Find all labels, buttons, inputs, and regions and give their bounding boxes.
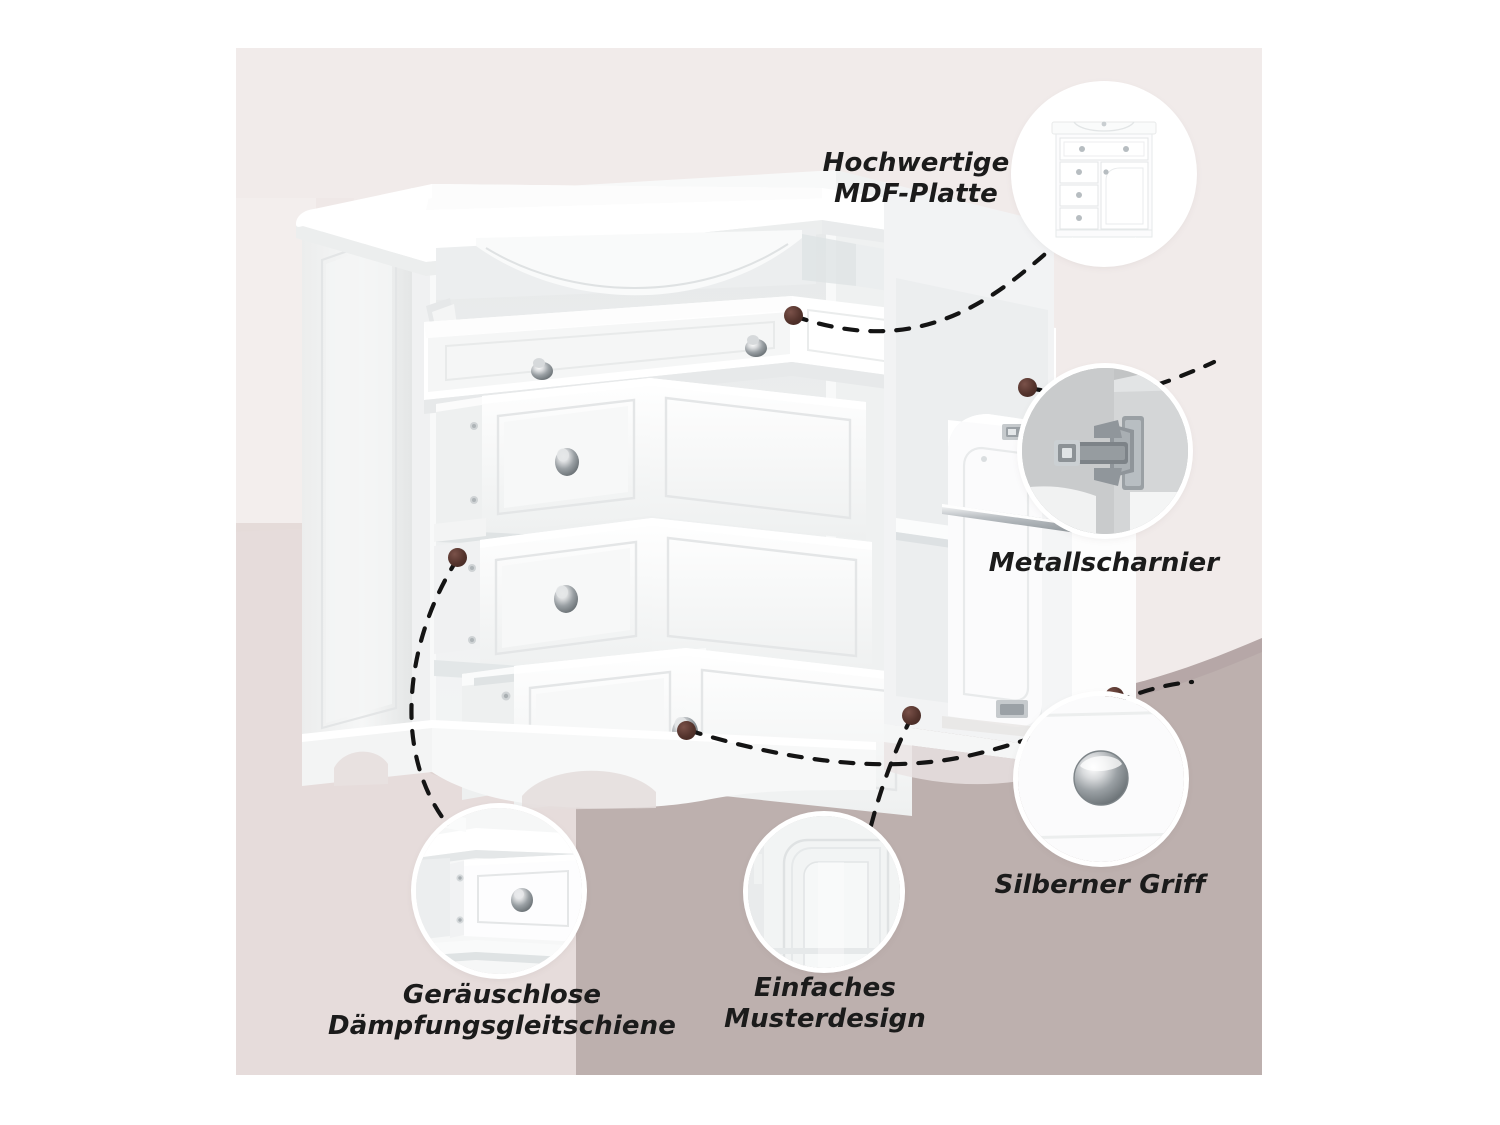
callout-dot-knob bbox=[677, 721, 696, 740]
detail-circle-pattern bbox=[748, 816, 900, 968]
feature-label-knob: Silberner Griff bbox=[994, 870, 1206, 900]
panel-pattern-icon bbox=[748, 816, 900, 968]
callout-dot-pattern bbox=[902, 706, 921, 725]
feature-label-mdf: Hochwertige MDF-Platte bbox=[822, 148, 1010, 209]
feature-label-pattern: Einfaches Musterdesign bbox=[724, 973, 926, 1034]
detail-circle-hinge bbox=[1022, 368, 1188, 534]
detail-circle-slide bbox=[416, 808, 582, 974]
metal-hinge-icon bbox=[1022, 368, 1188, 534]
detail-circle-mdf bbox=[1016, 86, 1192, 262]
silver-knob-icon bbox=[1018, 696, 1184, 862]
feature-label-slide: Geräuschlose Dämpfungsgleitschiene bbox=[328, 980, 676, 1041]
feature-label-hinge: Metallscharnier bbox=[988, 548, 1220, 578]
callout-dot-slide bbox=[448, 548, 467, 567]
product-scene-canvas: Hochwertige MDF-Platte Metallscharnier S… bbox=[236, 48, 1262, 1075]
drawer-slide-icon bbox=[416, 808, 582, 974]
cabinet-thumbnail-icon bbox=[1016, 86, 1192, 262]
detail-circle-knob bbox=[1018, 696, 1184, 862]
callout-dot-mdf bbox=[784, 306, 803, 325]
